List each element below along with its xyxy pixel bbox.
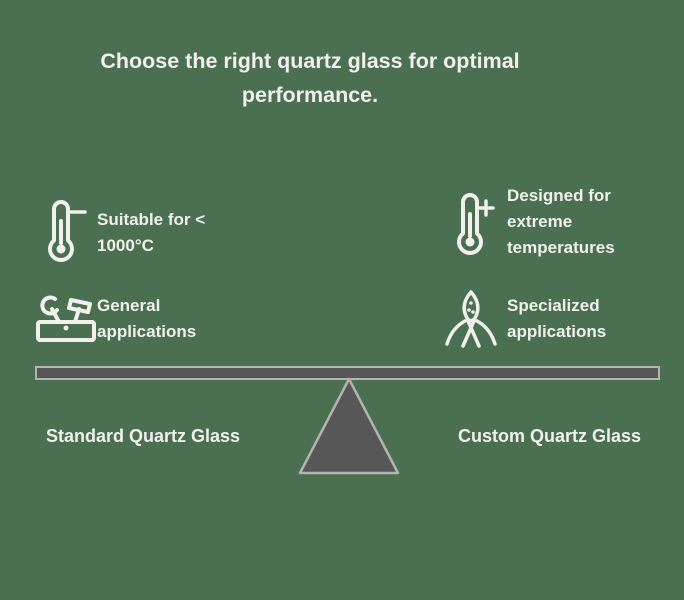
feature-text: Designed for extreme temperatures (507, 186, 615, 257)
page-title: Choose the right quartz glass for optima… (100, 49, 520, 107)
feature-text: Specialized applications (507, 296, 607, 341)
right-side-label: Custom Quartz Glass (458, 426, 642, 446)
seesaw-fulcrum-triangle (298, 377, 400, 475)
thermometer-minus-icon (37, 199, 87, 263)
tools-icon (35, 295, 97, 343)
feature-text: Suitable for < 1000°C (97, 210, 206, 255)
seesaw-bar (35, 366, 660, 380)
wheat-plant-icon (443, 290, 499, 348)
feature-text: General applications (97, 296, 197, 341)
thermometer-plus-icon (446, 192, 496, 256)
left-side-label: Standard Quartz Glass (46, 426, 241, 446)
